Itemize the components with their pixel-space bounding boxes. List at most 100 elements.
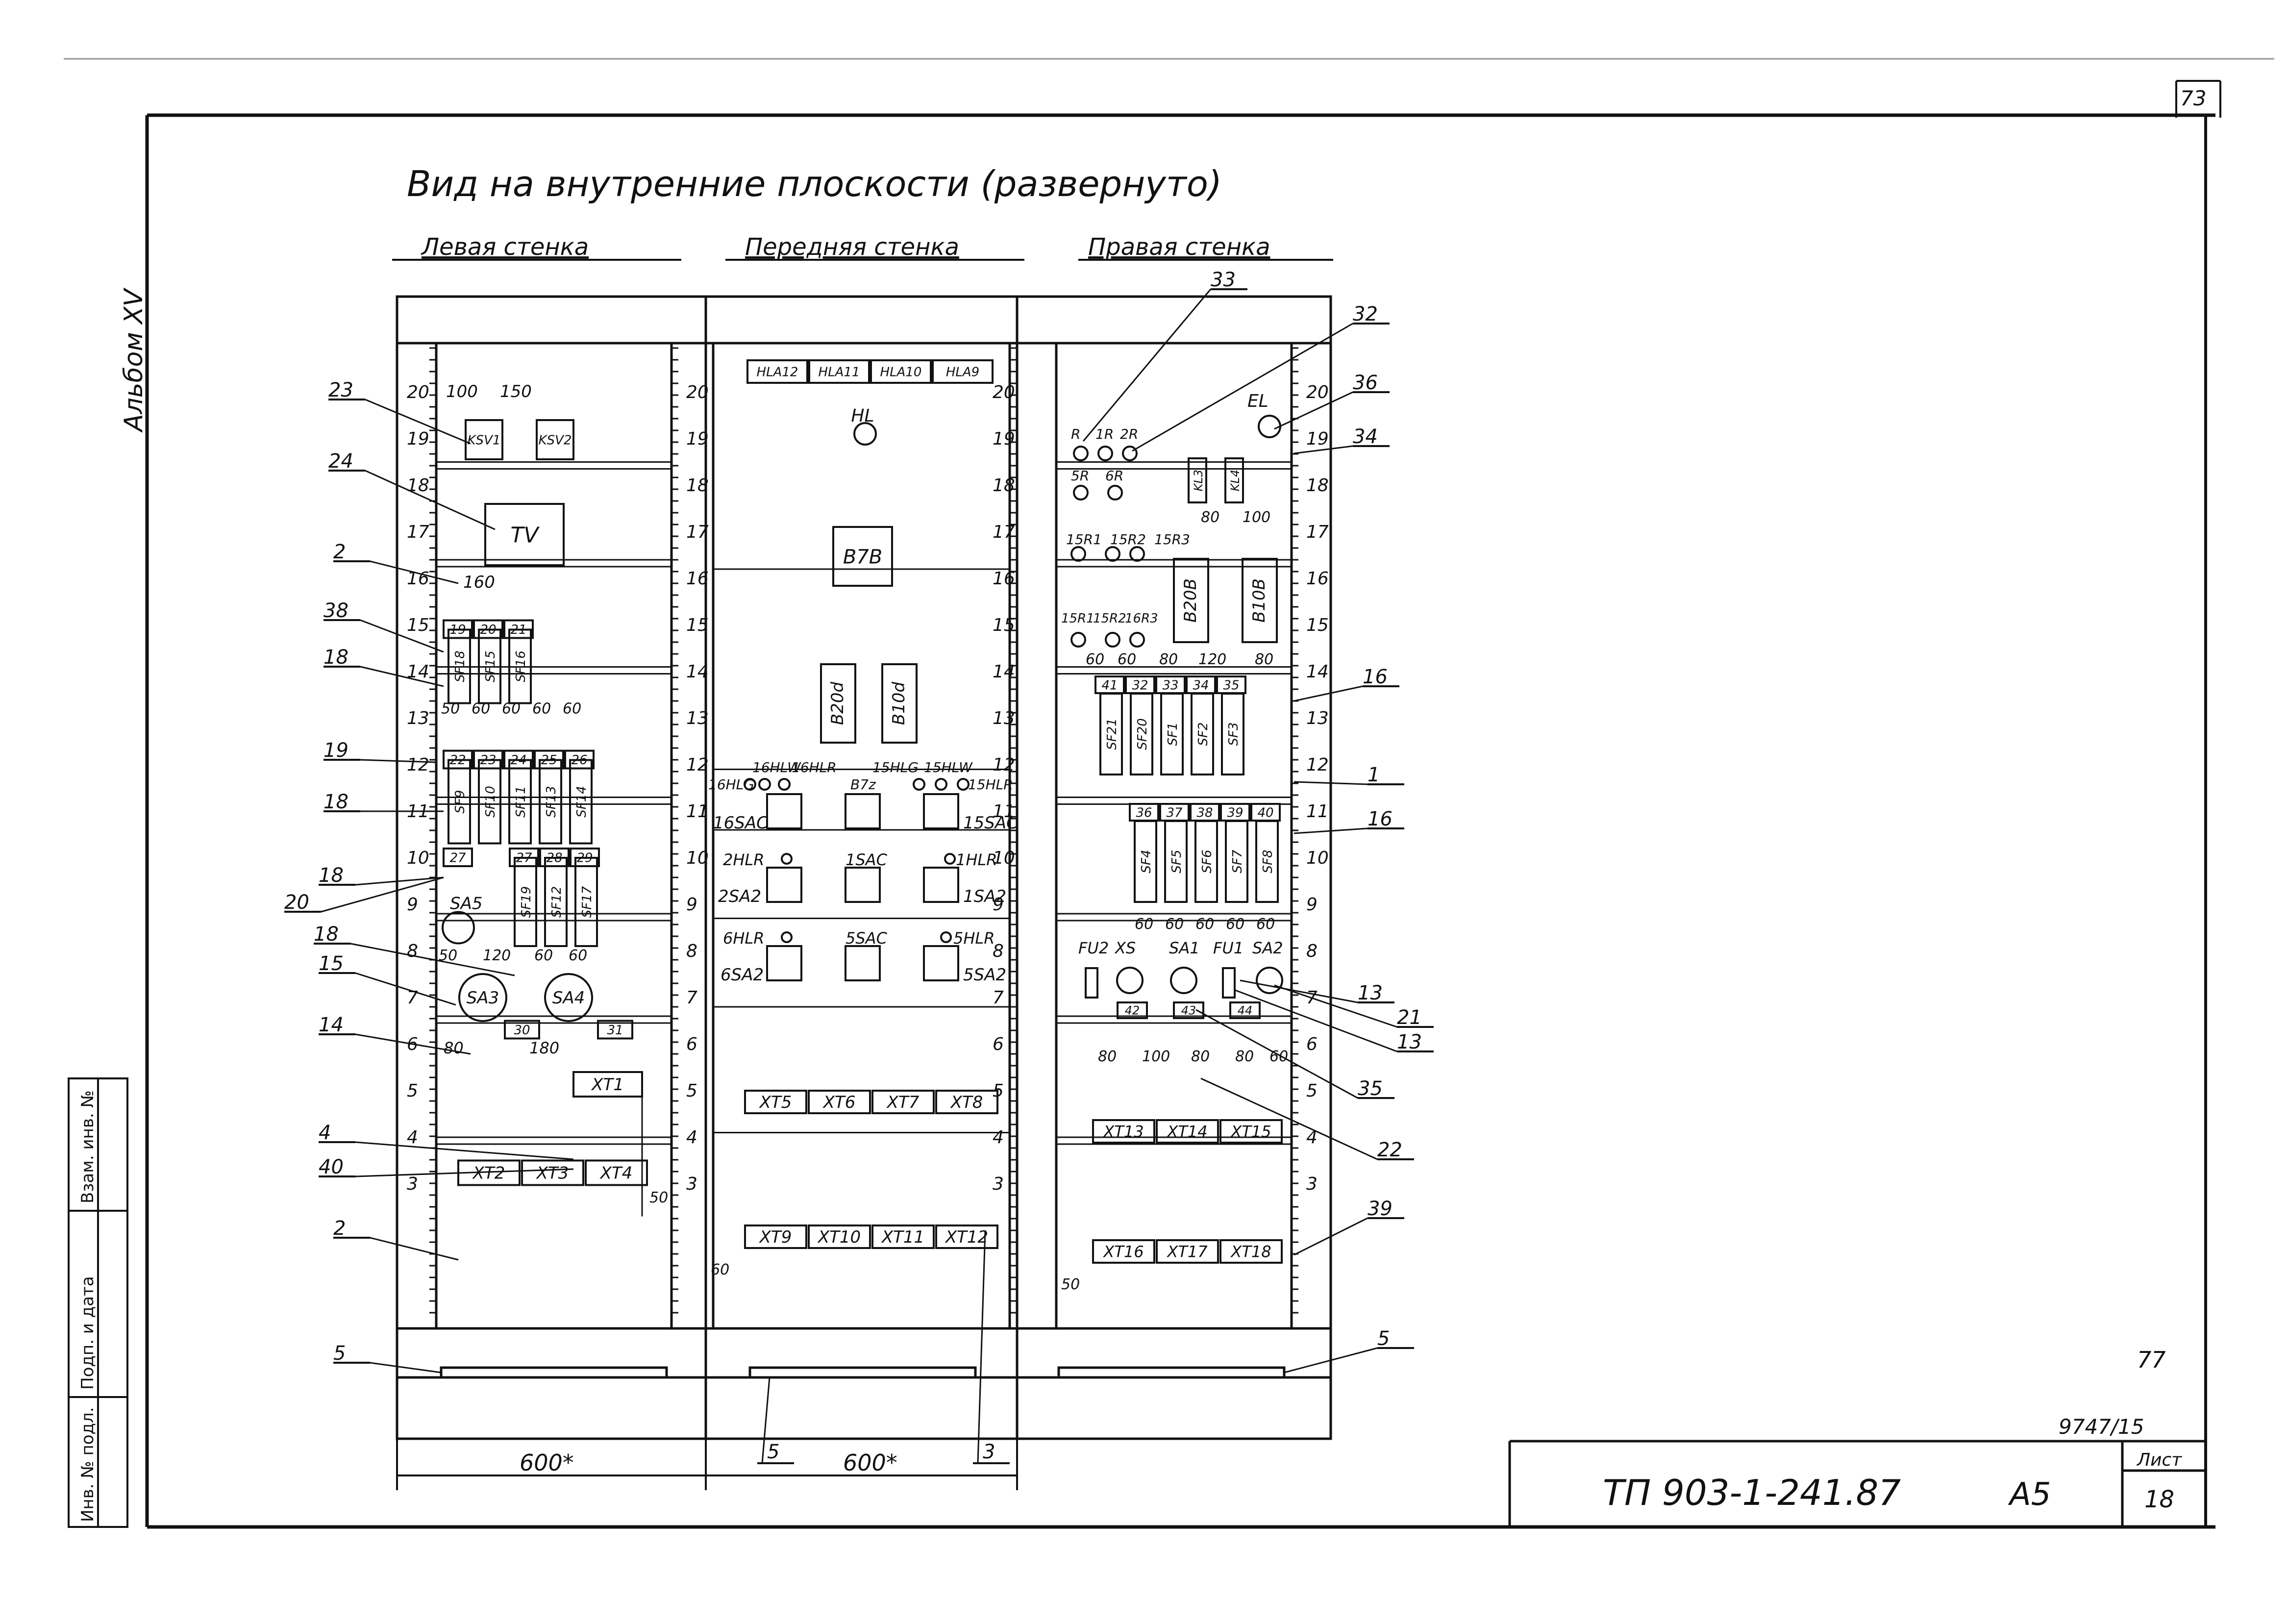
scale-number: 9 xyxy=(993,895,1004,915)
selector-switch-frame xyxy=(766,867,802,903)
circuit-breaker: SF16 xyxy=(508,628,532,704)
scale-number: 19 xyxy=(993,429,1015,449)
terminal-label: 34 xyxy=(1186,675,1216,694)
dim-text: 60 xyxy=(1086,651,1104,668)
scale-number: 9 xyxy=(1306,895,1318,915)
circuit-breaker-frame xyxy=(1164,820,1188,903)
terminal-block: XT10 xyxy=(808,1224,871,1249)
callout-number: 22 xyxy=(1377,1139,1402,1161)
circuit-breaker-label: SF13 xyxy=(544,786,559,818)
circuit-breaker: SF14 xyxy=(569,759,593,845)
terminal-block-label: XT8 xyxy=(950,1093,983,1112)
dim-text: 60 xyxy=(711,1261,729,1278)
callout-leader xyxy=(1293,827,1368,834)
control-label: SA2 xyxy=(1252,939,1283,957)
terminal-block: XT17 xyxy=(1156,1239,1219,1264)
callout-leader xyxy=(1200,1077,1378,1160)
terminal-block-xt1: XT1 xyxy=(572,1071,643,1098)
indicator-lamp xyxy=(1105,632,1120,648)
scale-number: 15 xyxy=(686,615,709,635)
selector-switch xyxy=(845,793,881,829)
lamp-label: 1R xyxy=(1095,426,1114,442)
dim-text: 60 xyxy=(1256,916,1275,933)
callout-number: 23 xyxy=(328,379,353,401)
relay-frame xyxy=(1224,457,1244,503)
control-label: FU2 xyxy=(1078,939,1109,957)
scale-number: 16 xyxy=(1306,569,1329,589)
circuit-breaker-label: SF10 xyxy=(483,786,498,818)
block-b7b: B7B xyxy=(832,526,893,587)
callout-number: 18 xyxy=(323,646,348,669)
block-b20d-label: B20d xyxy=(828,681,847,725)
scale-number: 4 xyxy=(407,1127,418,1148)
circuit-breaker: SF3 xyxy=(1221,693,1244,775)
terminal-label: 31 xyxy=(597,1020,633,1040)
dim-text: 50 xyxy=(649,1189,668,1206)
indicator-lamp xyxy=(913,778,925,791)
scale-number: 11 xyxy=(993,801,1015,822)
album-number: А5 xyxy=(2008,1476,2051,1513)
callout-leader xyxy=(370,1237,459,1261)
callout-leader xyxy=(360,759,437,763)
callout-leader xyxy=(1082,289,1212,442)
terminal-label: 36 xyxy=(1129,803,1159,822)
terminal-block-frame xyxy=(585,1159,648,1186)
circuit-breaker: SF7 xyxy=(1225,820,1248,903)
circuit-breaker: SF18 xyxy=(448,628,471,704)
circuit-breaker: SF13 xyxy=(539,759,562,845)
selector-switch-frame xyxy=(923,793,959,829)
terminal-label-frame xyxy=(504,1020,540,1040)
terminal-block: XT16 xyxy=(1092,1239,1155,1264)
scale-number: 9 xyxy=(407,895,418,915)
dim-text: 80 xyxy=(1191,1048,1210,1065)
dim-text: 60 xyxy=(502,700,521,718)
selector-switch xyxy=(923,867,959,903)
indicator-lamp xyxy=(940,931,952,943)
selector-switch xyxy=(766,793,802,829)
block-b20d: B20d xyxy=(820,663,856,744)
terminal-block-label: XT11 xyxy=(881,1227,924,1247)
circuit-breaker-frame xyxy=(1191,693,1214,775)
callout-leader xyxy=(370,1362,442,1374)
terminal-label-frame xyxy=(509,848,539,867)
scale-number: 20 xyxy=(407,382,429,402)
scale-number: 16 xyxy=(993,569,1015,589)
circuit-breaker-frame xyxy=(1134,820,1157,903)
circuit-breaker: SF4 xyxy=(1134,820,1157,903)
scale-number: 18 xyxy=(407,475,429,496)
terminal-label: 39 xyxy=(1220,803,1250,822)
dim-text: 60 xyxy=(1226,916,1244,933)
scale-number: 20 xyxy=(993,382,1015,402)
callout-number: 21 xyxy=(1397,1006,1422,1029)
callout-leader xyxy=(1274,391,1353,430)
callout-number: 2 xyxy=(333,541,346,563)
scale-number: 8 xyxy=(993,941,1004,961)
relay-ksv2-label: KSV2 xyxy=(539,433,572,448)
circuit-breaker-label: SF12 xyxy=(549,886,564,918)
selector-switch-frame xyxy=(845,793,881,829)
terminal-label: 30 xyxy=(504,1020,540,1040)
terminal-block-frame xyxy=(1156,1119,1219,1144)
selector-switch-frame xyxy=(923,867,959,903)
circuit-breaker-frame xyxy=(514,857,537,947)
terminal-label-label: 30 xyxy=(514,1023,530,1038)
lamp-label: 15R1 xyxy=(1066,531,1102,548)
callout-number: 4 xyxy=(319,1122,331,1144)
signal-lamp-block-frame xyxy=(870,359,932,384)
selector-switch-frame xyxy=(923,945,959,981)
callout-number: 18 xyxy=(319,864,344,887)
callout-number: 14 xyxy=(319,1014,344,1036)
switch-label: SA4 xyxy=(552,988,585,1008)
transformer-tv-frame xyxy=(484,503,565,566)
switch-label: 6SA2 xyxy=(721,965,764,985)
callout-leader xyxy=(365,470,496,530)
callout-leader xyxy=(355,972,456,1006)
scale-number: 11 xyxy=(686,801,709,822)
circuit-breaker: SF17 xyxy=(574,857,598,947)
terminal-block-label: XT12 xyxy=(945,1227,988,1247)
signal-lamp-block: HLA9 xyxy=(932,359,994,384)
callout-number: 34 xyxy=(1353,425,1378,448)
block-b10d-label: B10d xyxy=(889,681,909,725)
callout-number: 5 xyxy=(333,1342,346,1365)
scale-number: 5 xyxy=(1306,1081,1318,1101)
